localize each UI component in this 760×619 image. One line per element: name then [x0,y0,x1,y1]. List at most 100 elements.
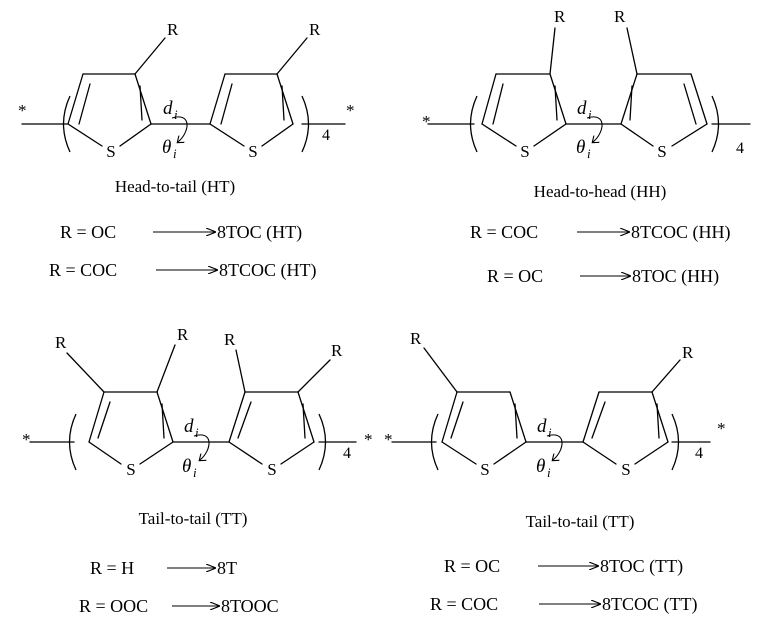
equation-line: R = OOC 8TOOC [79,596,279,616]
svg-text:θ: θ [576,137,585,158]
bond [119,123,152,147]
sulfur-atom: S [106,142,115,161]
bond [161,403,165,439]
bond [481,123,517,147]
panel-head-to-tail: * R R S S 4 * d i θ i Head-to-tail (HT) … [18,20,355,281]
repeat-count: 4 [343,445,351,462]
bond [582,391,600,443]
repeat-count: 4 [736,140,744,157]
svg-text:R = OOC: R = OOC [79,596,148,616]
equation-line: R = OC 8TOC (HH) [487,266,719,287]
end-star: * [22,430,31,449]
panel-tail-to-tail-right: * R R S S 4 * d i θ i Tail-to-tail (TT) … [384,329,726,615]
bond [514,403,518,439]
bond [626,27,638,75]
svg-text:d: d [537,416,547,437]
bond [78,83,91,125]
substituent-r: R [554,7,566,26]
substituent-r: R [224,330,236,349]
bond [235,349,246,393]
bond [134,73,152,125]
bond [209,73,226,125]
end-star: * [717,419,726,438]
svg-text:d: d [577,98,587,119]
substituent-r: R [309,20,321,39]
svg-text:d: d [163,98,173,119]
svg-text:R = OC: R = OC [487,266,543,286]
sulfur-atom: S [267,460,276,479]
bond [134,37,166,75]
bond-length-label: d i [537,416,552,440]
torsion-arrow [193,434,210,460]
bond [690,73,708,125]
svg-text:i: i [588,107,592,122]
equation-line: R = COC 8TCOC (TT) [430,594,697,615]
bond-length-label: d i [577,98,592,122]
bond [441,441,477,465]
bond [651,359,681,393]
repeat-count: 4 [322,127,330,144]
panel-name: Tail-to-tail (TT) [526,512,635,531]
torsion-angle-label: θ i [162,137,177,161]
svg-text:8T: 8T [217,558,237,578]
equation-line: R = OC 8TOC (HT) [60,222,302,243]
left-parenthesis [68,413,77,471]
end-star: * [18,101,27,120]
bond [88,391,105,443]
equation-line: R = COC 8TCOC (HT) [49,260,317,281]
equation-line: R = COC 8TCOC (HH) [470,222,731,243]
svg-text:θ: θ [536,456,545,477]
svg-text:i: i [587,146,591,161]
bond [450,401,464,439]
substituent-r: R [410,329,422,348]
left-parenthesis [430,413,439,471]
bond [156,344,176,393]
left-parenthesis [62,95,71,153]
bond [237,401,252,439]
equation-line: R = OC 8TOC (TT) [444,556,683,577]
bond [492,83,504,125]
svg-text:i: i [195,425,199,440]
svg-text:R = COC: R = COC [49,260,117,280]
bond [634,441,669,465]
svg-text:R = COC: R = COC [470,222,538,242]
torsion-arrow [171,116,188,142]
bond [671,123,708,147]
bond [554,85,558,121]
panel-tail-to-tail-left: * R R R R S S 4 * d i θ i Tail-to-tail (… [22,325,373,616]
svg-text:R = H: R = H [90,558,134,578]
svg-text:R = COC: R = COC [430,594,498,614]
substituent-r: R [167,20,179,39]
bond [582,441,617,465]
molecule-structure [21,37,346,153]
svg-text:8TCOC (HH): 8TCOC (HH) [631,222,731,243]
sulfur-atom: S [520,142,529,161]
end-star: * [422,112,431,131]
bond [280,441,315,465]
svg-text:θ: θ [162,137,171,158]
bond [302,403,306,439]
svg-text:i: i [193,465,197,480]
torsion-angle-label: θ i [182,456,197,480]
svg-text:8TOC (TT): 8TOC (TT) [600,556,683,577]
bond [139,85,143,121]
bond [261,123,294,147]
repeat-count: 4 [695,445,703,462]
bond [493,441,527,465]
bond [156,391,174,443]
torsion-angle-label: θ i [536,456,551,480]
svg-text:8TCOC (TT): 8TCOC (TT) [602,594,697,615]
equation-line: R = H 8T [90,558,237,578]
substituent-r: R [682,343,694,362]
end-star: * [384,430,393,449]
sulfur-atom: S [657,142,666,161]
bond [276,73,294,125]
svg-text:i: i [548,425,552,440]
svg-text:d: d [184,416,194,437]
bond [683,83,697,125]
end-star: * [346,101,355,120]
end-star: * [364,430,373,449]
panel-name: Tail-to-tail (TT) [139,509,248,528]
svg-text:R = OC: R = OC [60,222,116,242]
torsion-arrow [546,434,563,460]
